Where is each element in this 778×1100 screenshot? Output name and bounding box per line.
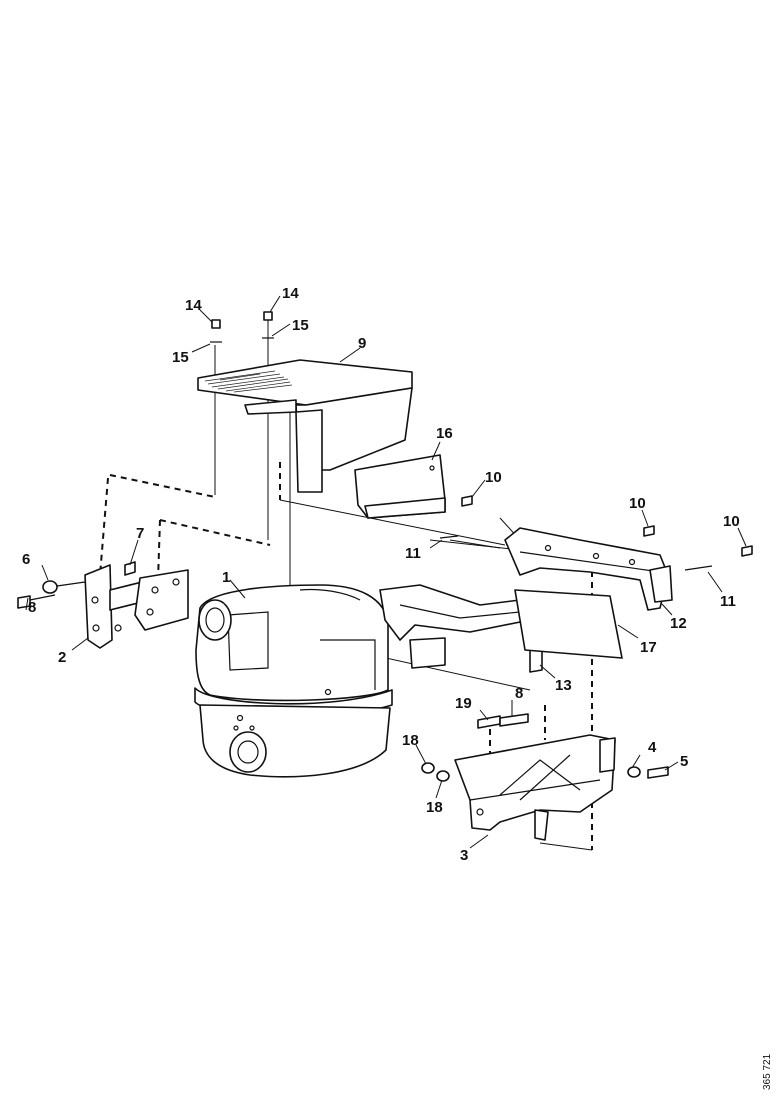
callout-13: 13 xyxy=(555,677,572,694)
callout-8-mid: 8 xyxy=(515,685,523,702)
callout-15-b: 15 xyxy=(292,317,309,334)
misc-fasteners xyxy=(210,311,753,782)
callout-9: 9 xyxy=(358,335,366,352)
callout-14-a: 14 xyxy=(185,297,202,314)
callout-11-a: 11 xyxy=(405,545,421,562)
callout-leaders xyxy=(25,295,747,849)
callout-3: 3 xyxy=(460,847,468,864)
callout-15-a: 15 xyxy=(172,349,189,366)
part-17-plate xyxy=(514,589,623,659)
part-9-top-cover xyxy=(197,359,413,493)
callout-2: 2 xyxy=(58,649,66,666)
drawing-reference-number: 365 721 xyxy=(762,1053,773,1090)
callout-5: 5 xyxy=(680,753,688,770)
callout-labels: 1 2 3 4 5 6 7 8 8 9 10 10 10 11 11 12 13… xyxy=(22,285,740,864)
part-3-lower-frame xyxy=(454,734,616,841)
part-13-mid-bracket xyxy=(379,584,543,673)
part-1-tank xyxy=(194,584,393,778)
callout-11-b: 11 xyxy=(720,593,736,610)
part-16-rear-bracket xyxy=(354,454,446,519)
callout-14-b: 14 xyxy=(282,285,299,302)
callout-19: 19 xyxy=(455,695,472,712)
part-2-left-bracket xyxy=(84,564,189,649)
callout-4: 4 xyxy=(648,739,657,756)
callout-16: 16 xyxy=(436,425,453,442)
callout-7: 7 xyxy=(136,525,144,542)
callout-18-b: 18 xyxy=(426,799,443,816)
callout-17: 17 xyxy=(640,639,657,656)
part-9-grille-hatch xyxy=(204,370,293,393)
callout-10-b: 10 xyxy=(629,495,646,512)
callout-6: 6 xyxy=(22,551,30,568)
callout-8-left: 8 xyxy=(28,599,36,616)
callout-10-a: 10 xyxy=(485,469,502,486)
callout-1: 1 xyxy=(222,569,230,586)
part-12-right-frame xyxy=(504,527,673,611)
callout-12: 12 xyxy=(670,615,687,632)
callout-10-c: 10 xyxy=(723,513,740,530)
callout-18-a: 18 xyxy=(402,732,419,749)
